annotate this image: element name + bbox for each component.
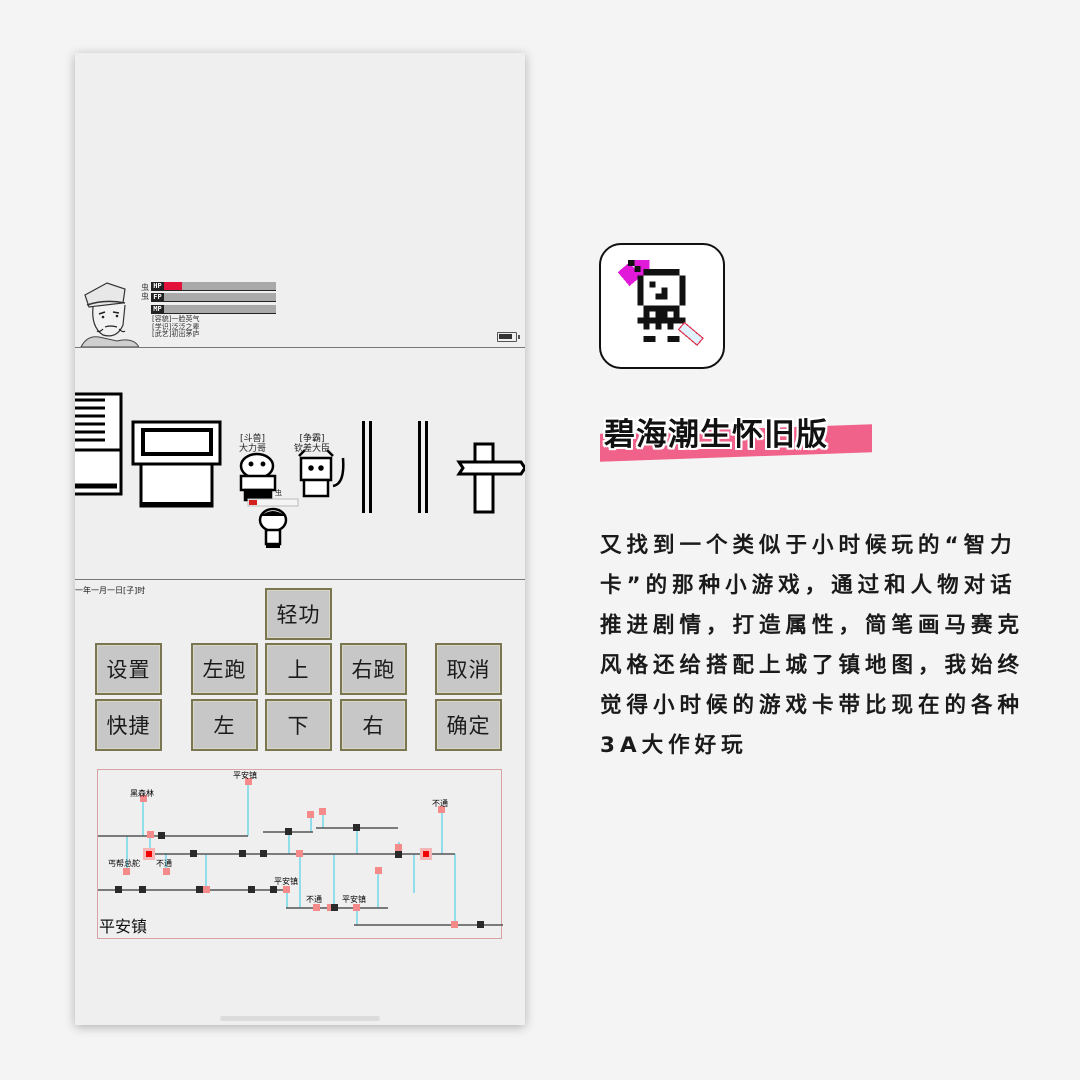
up-button[interactable]: 上 — [265, 643, 332, 695]
signpost — [456, 442, 525, 514]
mp-bar: MP — [151, 305, 276, 314]
description-line: 推进剧情，打造属性，简笔画马赛克 — [600, 613, 1025, 638]
attr-appearance: [容貌]一脸英气 — [152, 315, 200, 323]
qinggong-button[interactable]: 轻功 — [265, 588, 332, 640]
player-name: 虫虫 — [141, 283, 149, 301]
hp-bar: HP — [151, 282, 276, 291]
game-date-time: 一年一月一日[子]时 — [75, 586, 146, 595]
cancel-button[interactable]: 取消 — [435, 643, 502, 695]
map-graph — [98, 778, 503, 928]
player-attributes: [容貌]一脸英气 [学识]泛泛之辈 [武艺]初出茅庐 — [152, 315, 200, 339]
home-indicator[interactable] — [220, 1016, 380, 1021]
pixel-character-icon — [617, 260, 704, 346]
battery-icon — [497, 332, 520, 342]
player-sprite — [247, 498, 299, 548]
run-right-button[interactable]: 右跑 — [340, 643, 407, 695]
npc-dalige-label[interactable]: [斗兽] 大力哥 — [239, 434, 267, 454]
right-button[interactable]: 右 — [340, 699, 407, 751]
down-button[interactable]: 下 — [265, 699, 332, 751]
description-line: 又找到一个类似于小时候玩的“智力 — [600, 533, 1017, 558]
run-left-button[interactable]: 左跑 — [191, 643, 258, 695]
map-title: 平安镇 — [99, 917, 148, 936]
fp-label: FP — [151, 293, 164, 302]
description-line: 卡”的那种小游戏，通过和人物对话 — [600, 573, 1017, 598]
description-line: 3A大作好玩 — [600, 733, 748, 758]
npc-qinchai-label[interactable]: [争霸] 钦差大臣 — [294, 434, 331, 454]
map-label[interactable]: 不通 — [306, 895, 322, 904]
map-label[interactable]: 不通 — [432, 799, 448, 808]
app-icon — [599, 243, 725, 369]
app-title: 碧海潮生怀旧版 — [604, 417, 828, 453]
town-map[interactable]: 平安镇 黑森林 不通 丐帮总舵 不通 平安镇 不通 平安镇 平安镇 — [97, 769, 503, 939]
left-button[interactable]: 左 — [191, 699, 258, 751]
scene-pixel-art — [75, 392, 525, 548]
player-portrait — [80, 282, 139, 347]
map-label[interactable]: 平安镇 — [274, 877, 298, 886]
booth — [131, 420, 222, 508]
attr-martial: [武艺]初出茅庐 — [152, 330, 200, 338]
phone-screenshot: 虫虫 HP FP MP [容貌]一脸英气 [学识]泛泛之辈 [武艺]初出茅庐 — [75, 53, 525, 1025]
player-tag: 虫 — [275, 489, 282, 497]
player-status-panel: 虫虫 HP FP MP [容貌]一脸英气 [学识]泛泛之辈 [武艺]初出茅庐 — [75, 279, 525, 347]
hp-label: HP — [151, 282, 164, 291]
description-line: 风格还给搭配上城了镇地图，我始终 — [600, 653, 1025, 678]
settings-button[interactable]: 设置 — [95, 643, 162, 695]
building-left — [75, 392, 123, 496]
fp-bar: FP — [151, 293, 276, 302]
post-description: 又找到一个类似于小时候玩的“智力 卡”的那种小游戏，通过和人物对话 推进剧情，打… — [600, 526, 1025, 766]
npc-qinchai-sprite — [298, 449, 345, 498]
app-title-block: 碧海潮生怀旧版 — [598, 405, 878, 465]
gate-posts — [362, 421, 428, 513]
map-label[interactable]: 平安镇 — [342, 895, 366, 904]
attr-knowledge: [学识]泛泛之辈 — [152, 322, 200, 331]
shortcut-button[interactable]: 快捷 — [95, 699, 162, 751]
map-label[interactable]: 不通 — [156, 859, 172, 868]
confirm-button[interactable]: 确定 — [435, 699, 502, 751]
description-line: 觉得小时候的游戏卡带比现在的各种 — [600, 693, 1025, 718]
game-scene[interactable]: [斗兽] 大力哥 [争霸] 钦差大臣 虫 — [75, 347, 525, 580]
map-label[interactable]: 丐帮总舵 — [108, 859, 140, 868]
mp-label: MP — [151, 305, 164, 314]
map-label[interactable]: 黑森林 — [130, 789, 154, 798]
map-label[interactable]: 平安镇 — [233, 771, 257, 780]
npc-dalige-sprite — [239, 452, 277, 502]
